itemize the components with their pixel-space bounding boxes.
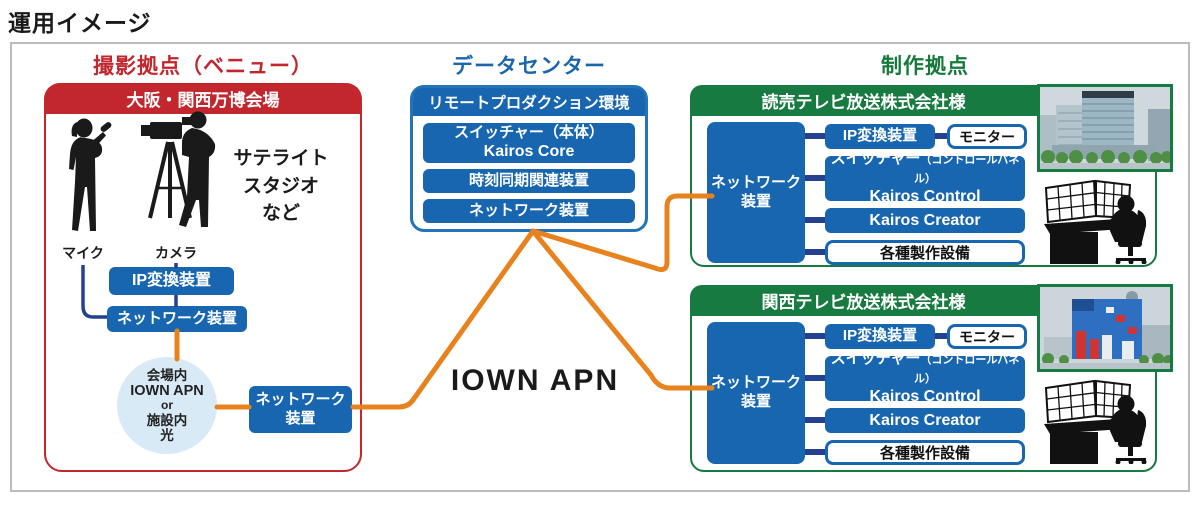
iown-apn-label: IOWN APN	[450, 364, 620, 397]
dc-network-box: ネットワーク装置	[423, 199, 635, 223]
page-title: 運用イメージ	[8, 10, 152, 36]
site1-switcher-box: スイッチャー（コントロールパネル） Kairos Control	[825, 350, 1025, 405]
kansai-building-photo	[1037, 284, 1173, 372]
site1-network-box: ネットワーク 装置	[707, 322, 805, 464]
venue-section-title: 撮影拠点（ベニュー）	[93, 55, 313, 78]
venue-edge-network-box: ネットワーク 装置	[249, 386, 352, 433]
venue-apn-circle: 会場内 IOWN APN or 施設内 光	[117, 357, 217, 454]
cameraman-silhouette-icon	[132, 108, 220, 240]
dc-switcher-box: スイッチャー（本体） Kairos Core	[423, 123, 635, 163]
venue-ip-converter-box: IP変換装置	[109, 267, 234, 295]
control-room-icon	[1042, 378, 1164, 465]
mic-label: マイク	[62, 245, 104, 261]
control-room-icon	[1042, 178, 1164, 265]
site0-switcher-box: スイッチャー（コントロールパネル） Kairos Control	[825, 150, 1025, 205]
yomiuri-building-photo	[1037, 84, 1173, 172]
site1-monitor-box: モニター	[947, 324, 1027, 349]
site1-ip-converter-box: IP変換装置	[825, 324, 935, 349]
datacenter-section-title: データセンター	[452, 55, 606, 78]
studio-note: サテライト スタジオ など	[233, 148, 329, 225]
venue-header: 大阪・関西万博会場	[44, 83, 362, 114]
site1-creator-box: Kairos Creator	[825, 408, 1025, 433]
dc-time-sync-box: 時刻同期関連装置	[423, 169, 635, 193]
reporter-silhouette-icon	[56, 116, 122, 240]
site0-creator-box: Kairos Creator	[825, 208, 1025, 233]
camera-label: カメラ	[155, 245, 197, 261]
site0-facilities-box: 各種製作設備	[825, 240, 1025, 265]
venue-network-device-box: ネットワーク装置	[107, 306, 247, 332]
site0-network-box: ネットワーク 装置	[707, 122, 805, 263]
datacenter-header: リモートプロダクション環境	[413, 88, 645, 116]
production-section-title: 制作拠点	[881, 55, 969, 78]
site1-facilities-box: 各種製作設備	[825, 440, 1025, 465]
site0-monitor-box: モニター	[947, 124, 1027, 149]
site0-ip-converter-box: IP変換装置	[825, 124, 935, 149]
